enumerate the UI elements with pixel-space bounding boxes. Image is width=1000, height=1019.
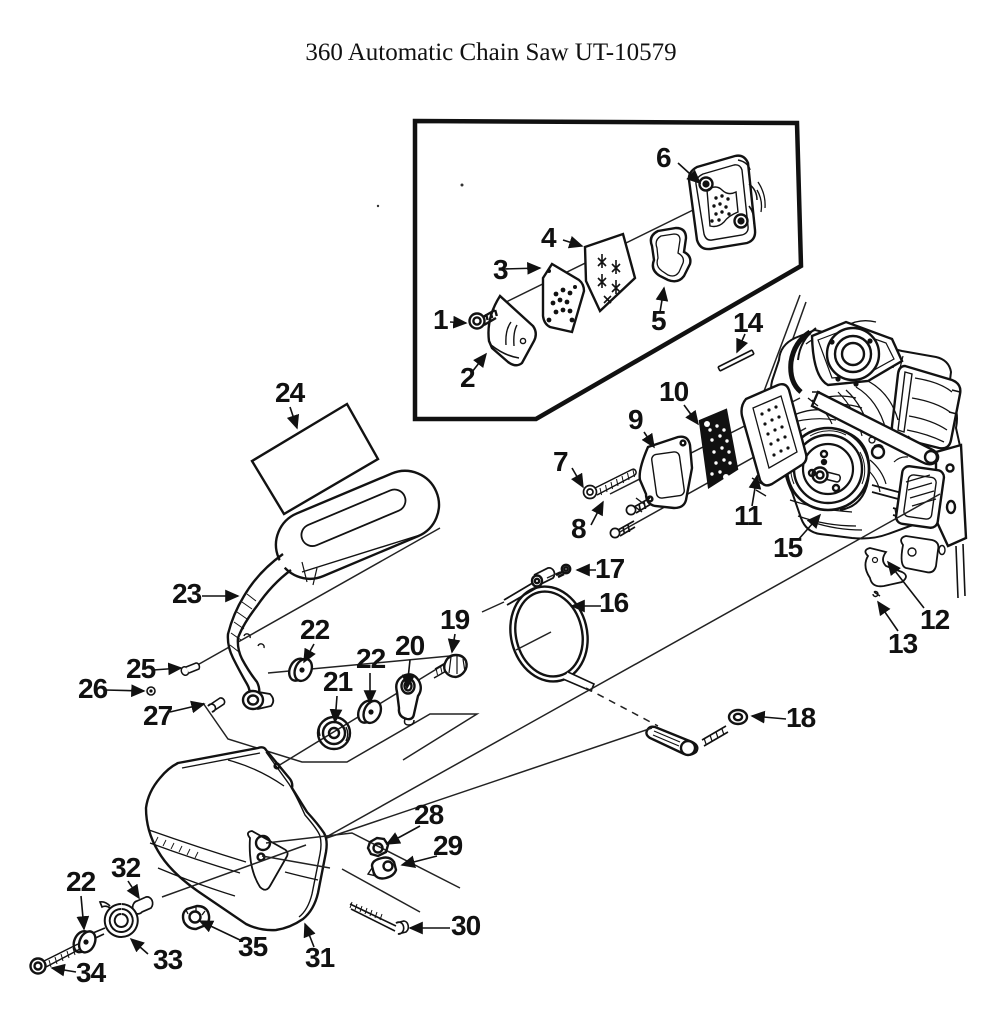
- svg-text:7: 7: [553, 446, 568, 477]
- svg-text:8: 8: [571, 513, 586, 544]
- svg-text:35: 35: [238, 931, 268, 962]
- svg-text:15: 15: [773, 532, 803, 563]
- svg-text:2: 2: [460, 362, 475, 393]
- svg-text:13: 13: [888, 628, 918, 659]
- svg-text:32: 32: [111, 852, 141, 883]
- svg-text:25: 25: [126, 653, 156, 684]
- svg-text:17: 17: [595, 553, 625, 584]
- svg-text:30: 30: [451, 910, 481, 941]
- svg-text:33: 33: [153, 944, 183, 975]
- svg-text:27: 27: [143, 700, 173, 731]
- svg-text:19: 19: [440, 604, 470, 635]
- svg-text:28: 28: [414, 799, 444, 830]
- svg-text:4: 4: [541, 222, 557, 253]
- svg-text:16: 16: [599, 587, 629, 618]
- svg-text:26: 26: [78, 673, 108, 704]
- svg-text:34: 34: [76, 957, 107, 988]
- svg-text:21: 21: [323, 666, 353, 697]
- svg-text:360 Automatic Chain Saw UT-105: 360 Automatic Chain Saw UT-10579: [305, 39, 676, 66]
- svg-text:3: 3: [493, 254, 508, 285]
- svg-text:24: 24: [275, 377, 306, 408]
- svg-text:22: 22: [66, 866, 96, 897]
- svg-text:5: 5: [651, 305, 666, 336]
- svg-text:1: 1: [433, 304, 448, 335]
- svg-text:9: 9: [628, 404, 643, 435]
- svg-text:31: 31: [305, 942, 335, 973]
- svg-text:10: 10: [659, 376, 689, 407]
- svg-text:23: 23: [172, 578, 202, 609]
- svg-text:20: 20: [395, 630, 425, 661]
- svg-text:22: 22: [356, 643, 386, 674]
- svg-text:6: 6: [656, 142, 671, 173]
- svg-text:18: 18: [786, 702, 816, 733]
- svg-text:12: 12: [920, 604, 950, 635]
- svg-text:11: 11: [734, 500, 762, 531]
- svg-text:14: 14: [733, 307, 764, 338]
- svg-text:22: 22: [300, 614, 330, 645]
- svg-text:29: 29: [433, 830, 463, 861]
